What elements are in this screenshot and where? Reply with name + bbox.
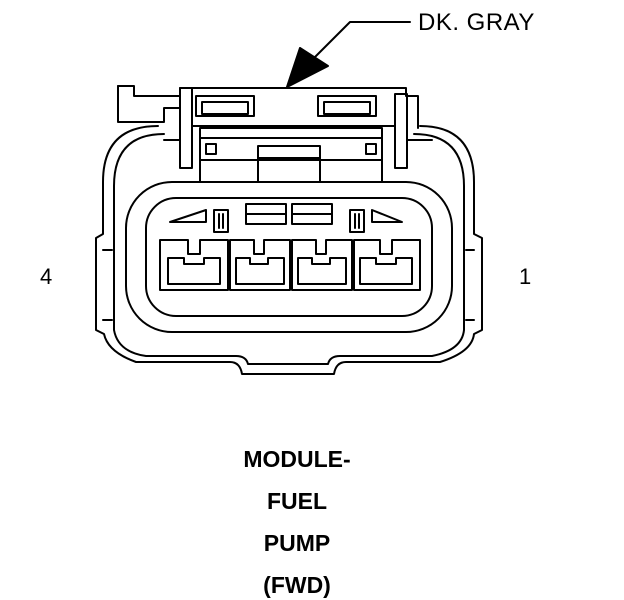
terminal-cavity-4 [159, 239, 229, 291]
pin-number-left: 4 [40, 264, 53, 289]
terminal-block-outer [125, 181, 453, 333]
side-latch-right [465, 249, 475, 321]
connector-title-line-4: (FWD) [263, 572, 331, 598]
wire-color-callout-label: DK. GRAY [418, 9, 535, 36]
connector-title-line-3: PUMP [263, 530, 331, 556]
terminal-cavity-1 [353, 239, 421, 291]
polarization-keys [169, 203, 403, 233]
terminal-cavity-2 [291, 239, 353, 291]
side-latch-left [102, 249, 113, 321]
callout-leader [286, 21, 411, 88]
terminal-cavity-3 [229, 239, 291, 291]
lock-tab [117, 85, 433, 183]
connector-housing-outer [95, 125, 483, 375]
terminal-block-inner [145, 197, 433, 317]
pin-number-right: 1 [519, 264, 532, 289]
connector-title-line-2: FUEL [266, 488, 328, 514]
connector-title-line-1: MODULE- [243, 446, 351, 472]
connector-housing-inner [113, 133, 465, 365]
